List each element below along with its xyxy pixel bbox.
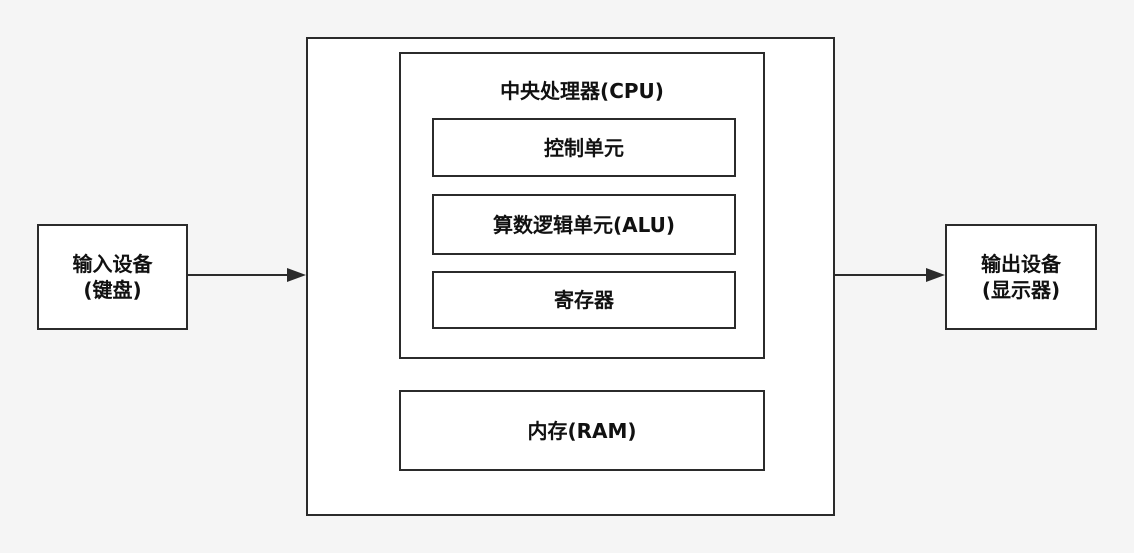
- memory-box: 内存(RAM): [399, 390, 765, 471]
- input-device-label-line1: 输入设备: [72, 252, 153, 276]
- registers-box: 寄存器: [432, 271, 736, 329]
- output-device-box: 输出设备 (显示器): [945, 224, 1097, 330]
- input-device-label-line2: (键盘): [83, 278, 142, 302]
- memory-label: 内存(RAM): [527, 418, 637, 443]
- input-device-box: 输入设备 (键盘): [37, 224, 188, 330]
- cpu-title: 中央处理器(CPU): [500, 79, 664, 103]
- control-unit-label: 控制单元: [544, 135, 624, 160]
- alu-box: 算数逻辑单元(ALU): [432, 194, 736, 255]
- control-unit-box: 控制单元: [432, 118, 736, 177]
- output-device-label-line1: 输出设备: [981, 252, 1061, 276]
- output-device-label: 输出设备 (显示器): [947, 226, 1095, 328]
- output-device-label-line2: (显示器): [981, 278, 1061, 302]
- alu-label: 算数逻辑单元(ALU): [492, 212, 676, 237]
- computer-to-output-arrow: [835, 268, 945, 282]
- input-to-computer-arrow: [188, 268, 306, 282]
- registers-label: 寄存器: [554, 288, 614, 312]
- input-device-label: 输入设备 (键盘): [39, 226, 186, 328]
